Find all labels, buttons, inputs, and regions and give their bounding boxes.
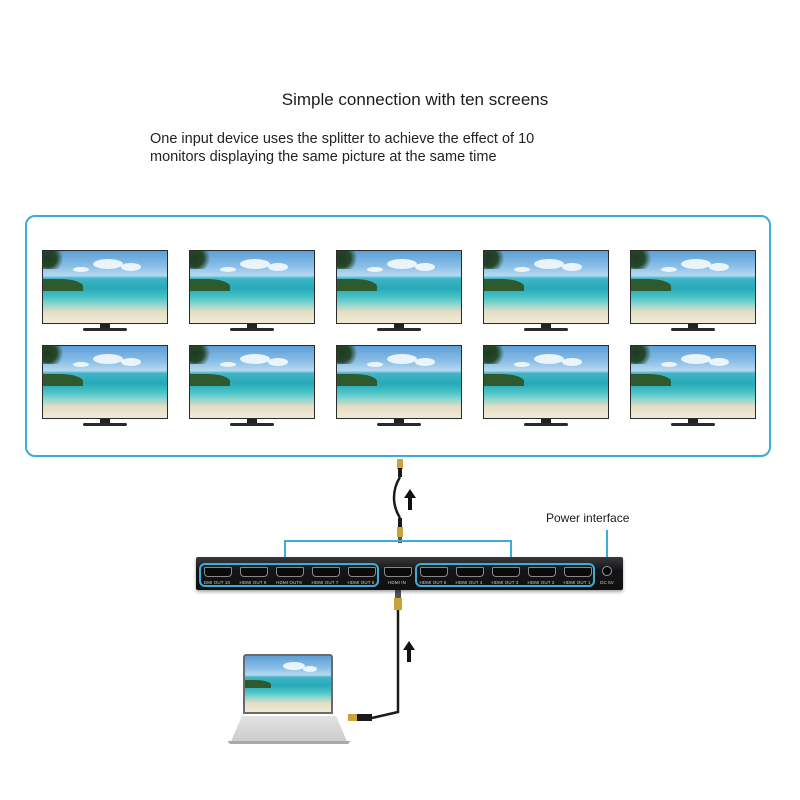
hdmi-output-port: [348, 567, 376, 577]
monitor-screen: [42, 345, 168, 419]
hdmi-output-label: HDMI OUT 6: [347, 580, 375, 585]
monitor-screen: [336, 345, 462, 419]
monitor-stand-base: [230, 423, 274, 426]
monitor: [630, 345, 756, 429]
laptop-screen: [243, 654, 333, 714]
left-output-group-outline: [199, 563, 379, 587]
monitor-stand-base: [230, 328, 274, 331]
hdmi-output-label: HDMI OUT 4: [455, 580, 483, 585]
arrow-up-icon: [403, 641, 415, 662]
monitor-screen: [630, 345, 756, 419]
right-output-group-outline: [415, 563, 595, 587]
hdmi-output-label: HDMI OUT 7: [311, 580, 339, 585]
monitor-stand-neck: [100, 419, 110, 423]
monitor-screen: [483, 345, 609, 419]
monitor: [336, 345, 462, 429]
diagram-title: Simple connection with ten screens: [281, 90, 549, 109]
monitor-stand-neck: [541, 324, 551, 328]
monitor-stand-base: [83, 423, 127, 426]
monitor-stand-neck: [394, 324, 404, 328]
laptop-cable: [348, 590, 402, 721]
monitor-stand-neck: [688, 419, 698, 423]
monitor: [189, 345, 315, 429]
monitor-stand-base: [524, 423, 568, 426]
dc-power-jack: [602, 566, 612, 576]
hdmi-input-label: HDMI IN: [388, 580, 406, 585]
hdmi-output-label: HDMI OUT 3: [491, 580, 519, 585]
monitor: [42, 345, 168, 429]
monitor-stand-neck: [247, 419, 257, 423]
monitors-group-outline: [25, 215, 771, 457]
monitor-stand-base: [83, 328, 127, 331]
monitor: [630, 250, 756, 334]
hdmi-output-port: [492, 567, 520, 577]
monitor-screen: [483, 250, 609, 324]
monitor: [483, 345, 609, 429]
monitor: [483, 250, 609, 334]
hdmi-output-port: [456, 567, 484, 577]
hdmi-input-port: [384, 567, 412, 577]
hdmi-output-label: HDMI OUT 5: [419, 580, 447, 585]
description-line-2: monitors displaying the same picture at …: [150, 149, 497, 165]
hdmi-output-port: [564, 567, 592, 577]
monitor-stand-neck: [100, 324, 110, 328]
hdmi-output-label: DMI OUT 10: [203, 580, 231, 585]
monitor-screen: [336, 250, 462, 324]
monitor-stand-neck: [247, 324, 257, 328]
hdmi-output-port: [312, 567, 340, 577]
monitor-stand-base: [671, 423, 715, 426]
dc-power-label: DC 5V: [600, 580, 614, 585]
power-interface-label: Power interface: [546, 511, 630, 525]
monitor-screen: [189, 250, 315, 324]
hdmi-output-label: HDMI OUT 1: [563, 580, 591, 585]
monitor-cable: [392, 459, 403, 543]
monitor-stand-base: [377, 423, 421, 426]
monitor-stand-base: [671, 328, 715, 331]
monitor: [336, 250, 462, 334]
monitor-stand-base: [524, 328, 568, 331]
diagram-description: One input device uses the splitter to ac…: [150, 130, 670, 166]
hdmi-output-label: HDMI OUT 9: [239, 580, 267, 585]
laptop-base-edge: [228, 741, 350, 744]
laptop-keyboard-base: [230, 716, 348, 744]
monitor-stand-neck: [541, 419, 551, 423]
hdmi-output-label: HDMI OUT 2: [527, 580, 555, 585]
hdmi-output-port: [420, 567, 448, 577]
hdmi-output-port: [240, 567, 268, 577]
hdmi-output-port: [204, 567, 232, 577]
arrow-up-icon: [404, 489, 416, 510]
hdmi-output-label: HDMI OUT8: [276, 580, 302, 585]
monitor: [189, 250, 315, 334]
monitor-stand-neck: [688, 324, 698, 328]
monitor-screen: [42, 250, 168, 324]
hdmi-output-port: [276, 567, 304, 577]
monitor-screen: [630, 250, 756, 324]
hdmi-splitter-device: DMI OUT 10 HDMI OUT 9 HDMI OUT8 HDMI OUT 7 H…: [196, 557, 623, 590]
monitor-screen: [189, 345, 315, 419]
monitor-stand-base: [377, 328, 421, 331]
hdmi-output-port: [528, 567, 556, 577]
description-line-1: One input device uses the splitter to ac…: [150, 131, 535, 147]
monitor-stand-neck: [394, 419, 404, 423]
monitor: [42, 250, 168, 334]
